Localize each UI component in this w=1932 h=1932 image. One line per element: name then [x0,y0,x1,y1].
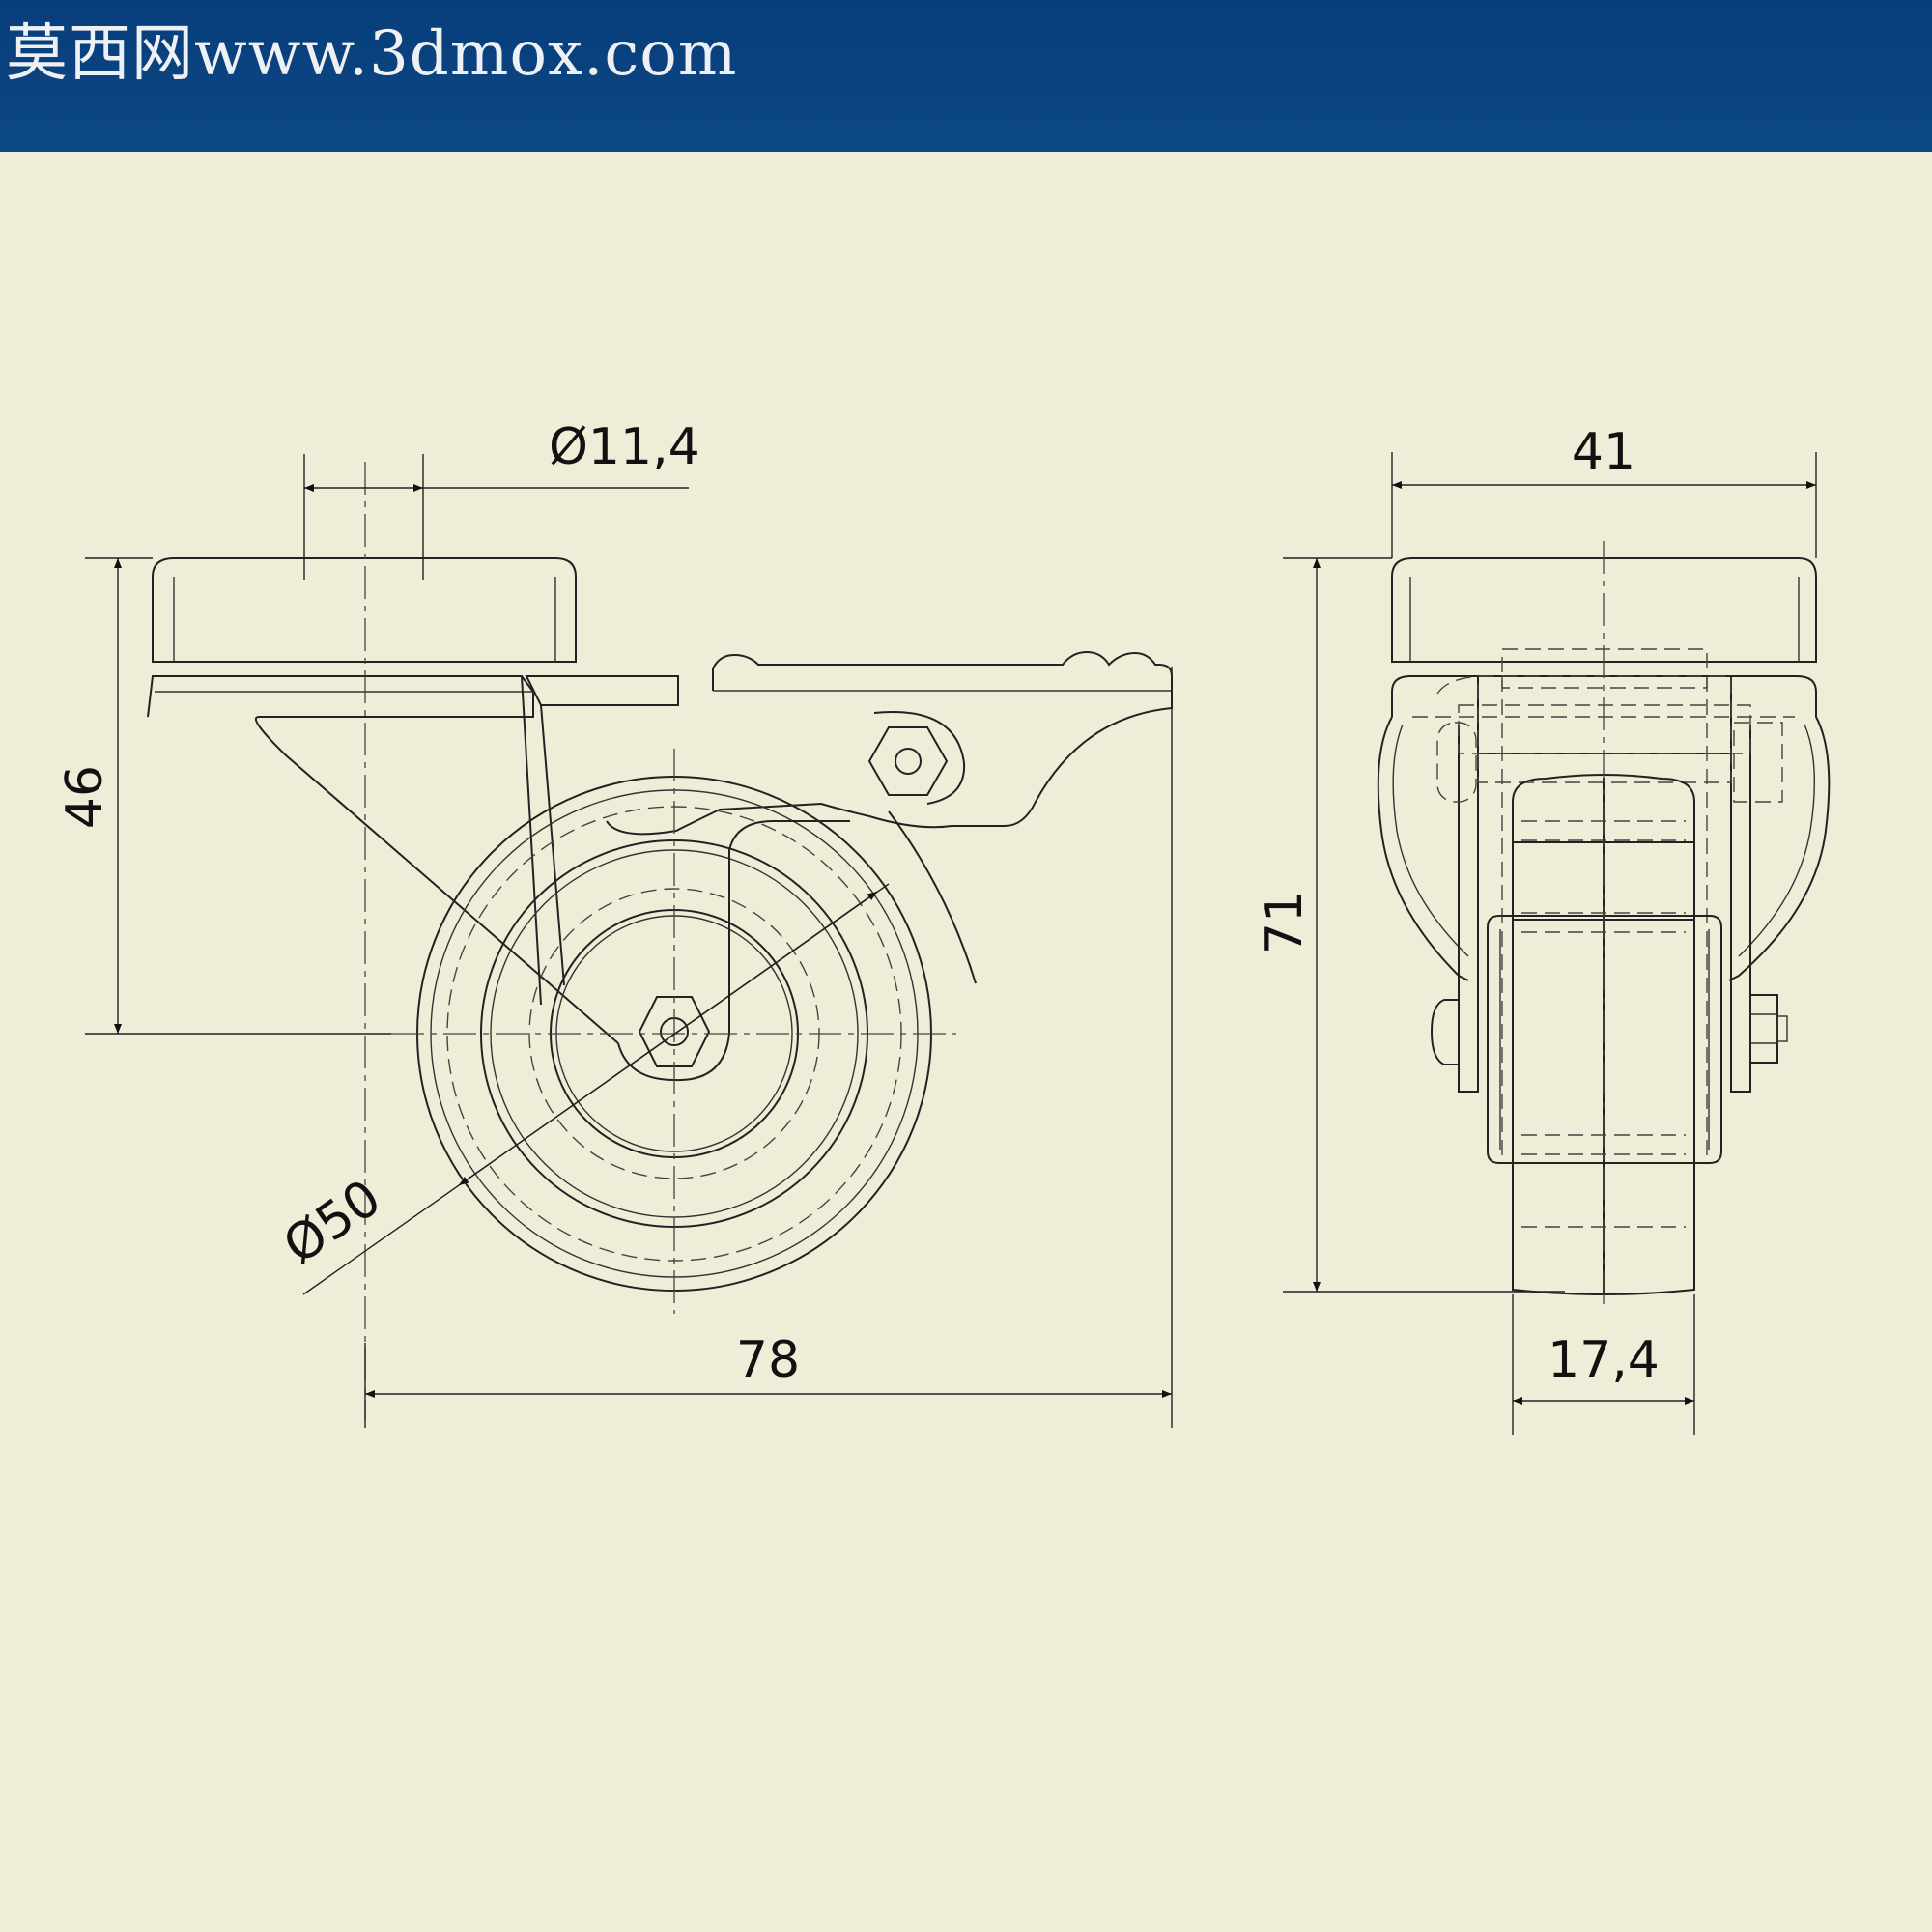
header-banner: 莫西网www.3dmox.com [0,0,1932,152]
front-view-dimensions: 41 71 17,4 [1256,423,1817,1435]
front-top-plate [1391,557,1817,663]
wheel-diameter-label: Ø50 [273,1169,391,1276]
side-width-label: 78 [736,1331,800,1389]
wheel-width-label: 17,4 [1548,1331,1660,1389]
side-fork-leg [728,820,850,1034]
side-pivot-hex-nut [867,726,949,796]
front-axle-bolt-head [1430,999,1459,1065]
site-watermark-title: 莫西网www.3dmox.com [6,18,738,90]
side-brake-lever [606,650,1173,836]
front-wheel [1512,774,1695,1295]
side-view-dimensions: Ø11,4 46 Ø50 78 [56,418,1173,1428]
side-height-label: 46 [56,765,114,829]
front-fork-dome [1377,675,1831,981]
front-wheel-hub [1487,915,1722,1164]
side-view [147,462,1173,1420]
front-height-label: 71 [1256,891,1314,954]
front-axle-nut [1750,994,1778,1064]
side-top-plate [152,557,577,663]
front-view [1377,541,1831,1304]
pin-diameter-label: Ø11,4 [549,418,700,476]
front-width-label: 41 [1572,423,1635,481]
side-fork-bracket [147,675,619,1044]
